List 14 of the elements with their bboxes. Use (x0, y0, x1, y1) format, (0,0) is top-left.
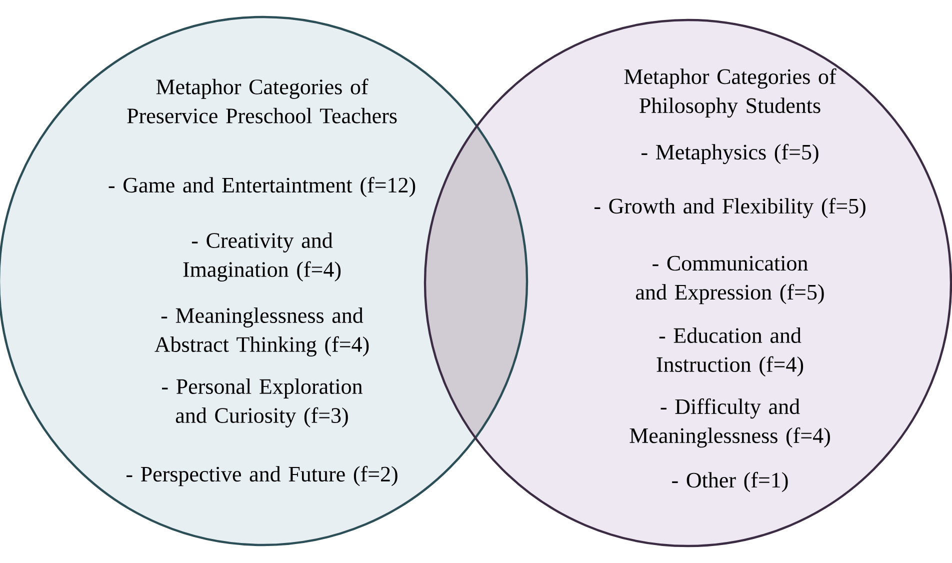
category-heading: Metaphor Categories of Preservice Preschool Teachers (127, 78, 397, 124)
category-item: - Creativity and Imagination (f=4) (183, 232, 341, 282)
category-item: - Growth and Flexibility (f=5) (594, 198, 866, 218)
category-item: - Meaninglessness and Abstract Thinking (f=4) (154, 308, 369, 356)
category-item: - Difficulty and Meaninglessness (f=4) (630, 398, 830, 448)
category-item: - Personal Exploration and Curiosity (f=3) (162, 378, 362, 428)
category-item: - Metaphysics (f=5) (642, 144, 818, 164)
category-item: - Perspective and Future (f=2) (126, 466, 398, 486)
category-item: - Communication and Expression (f=5) (636, 256, 824, 304)
venn-circle (424, 18, 952, 548)
category-item: - Education and Instruction (f=4) (656, 328, 804, 376)
category-heading: Metaphor Categories of Philosophy Students (624, 68, 836, 118)
category-item: - Other (f=1) (672, 472, 788, 492)
category-item: - Game and Entertaintment (f=12) (108, 176, 416, 198)
